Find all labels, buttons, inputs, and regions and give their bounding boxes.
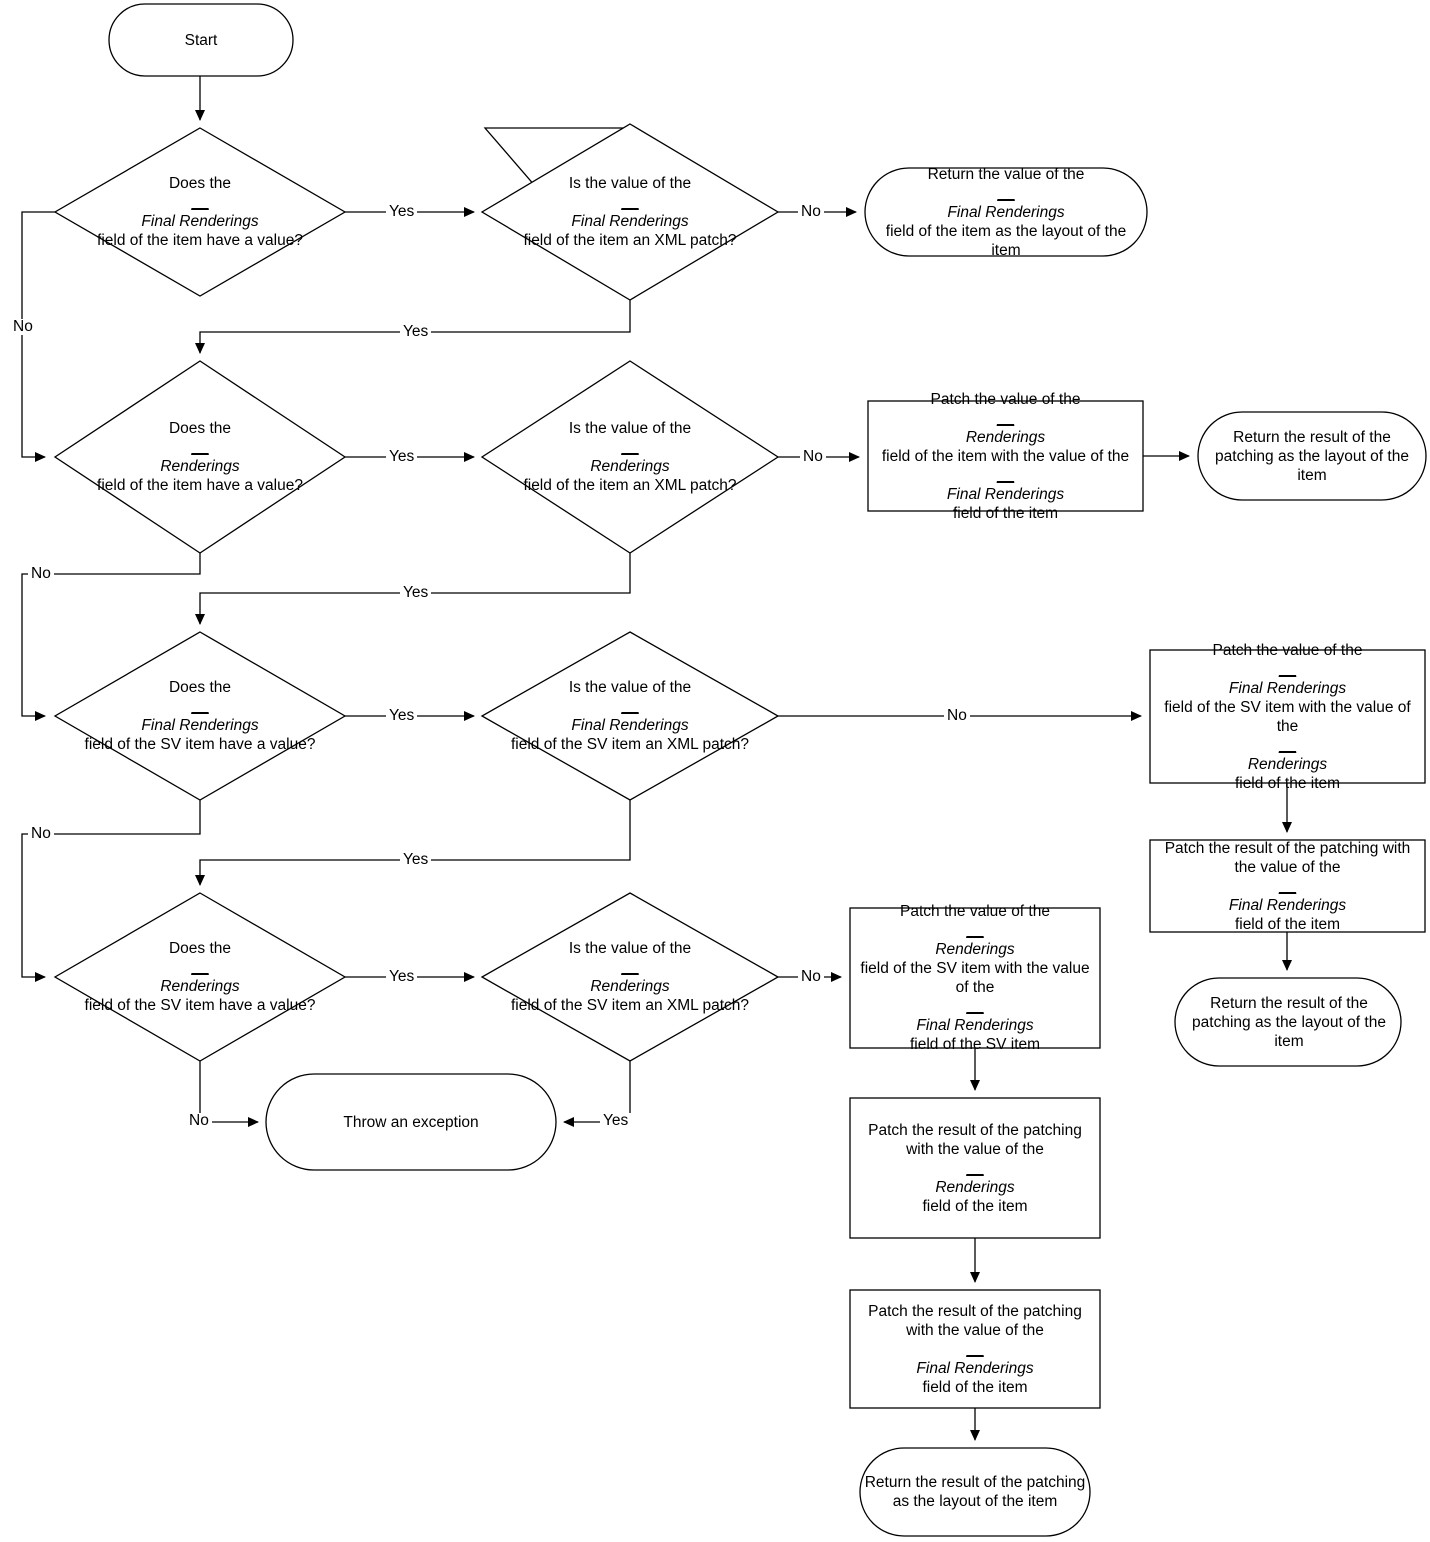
node-p6-shape — [849, 1289, 1101, 1409]
node-p5-shape — [849, 1097, 1101, 1239]
node-d7-shape — [53, 892, 347, 1062]
edge-label-d5-yes: Yes — [386, 708, 418, 724]
node-p2-shape — [1149, 649, 1426, 784]
node-r2-shape — [1197, 411, 1427, 501]
node-d1-shape — [53, 127, 347, 297]
edge-d6-yes-to-d7 — [195, 800, 631, 886]
node-r3-shape — [1174, 977, 1402, 1067]
edge-label-d4-yes: Yes — [400, 585, 432, 601]
edge-label-d2-no: No — [798, 204, 824, 220]
edge-label-d1-yes: Yes — [386, 204, 418, 220]
edge-label-d3-yes: Yes — [386, 449, 418, 465]
node-d3-shape — [53, 360, 347, 554]
edge-label-d6-no: No — [944, 708, 970, 724]
node-d6-shape — [480, 631, 780, 801]
edge-label-d3-no: No — [28, 566, 54, 582]
node-p4-shape — [849, 907, 1101, 1049]
edge-label-d7-no: No — [186, 1113, 212, 1129]
node-d5-shape — [53, 631, 347, 801]
node-d8-shape — [480, 892, 780, 1062]
edge-label-d8-yes: Yes — [600, 1113, 632, 1129]
node-p3-shape — [1149, 839, 1426, 933]
edge-label-d2-yes: Yes — [400, 324, 432, 340]
node-r1-shape — [864, 167, 1148, 257]
node-r4-shape — [859, 1447, 1091, 1537]
node-d4-shape — [480, 360, 780, 554]
node-start-shape — [108, 3, 294, 77]
edge-d3-no-to-d5 — [21, 553, 201, 721]
edge-label-d8-no: No — [798, 969, 824, 985]
node-ex-shape — [265, 1073, 557, 1171]
edge-d5-no-to-d7 — [21, 800, 201, 982]
edge-label-d5-no: No — [28, 826, 54, 842]
node-p1-shape — [867, 400, 1144, 512]
edge-label-d6-yes: Yes — [400, 852, 432, 868]
edge-label-d4-no: No — [800, 449, 826, 465]
edge-label-d7-yes: Yes — [386, 969, 418, 985]
edge-label-d1-no: No — [10, 319, 36, 335]
